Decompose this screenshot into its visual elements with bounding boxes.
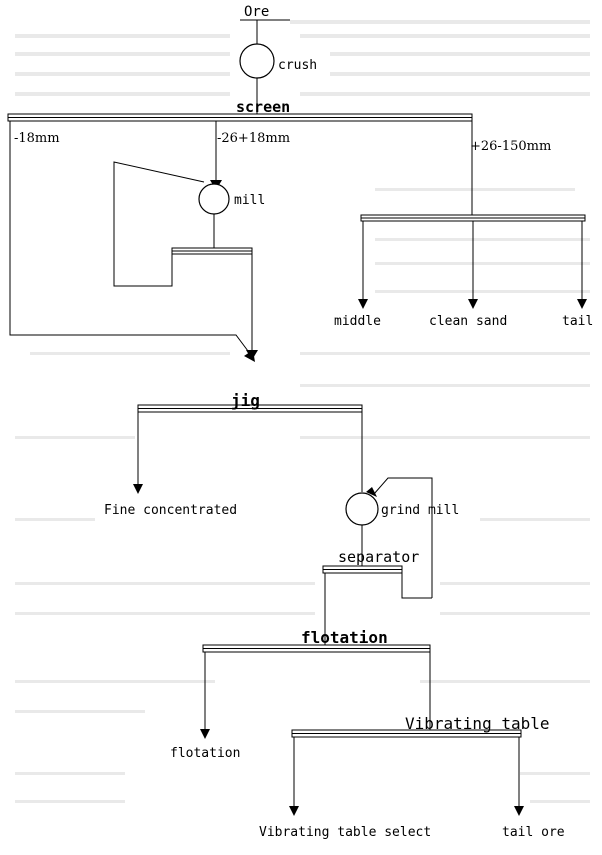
label-tail: tail — [562, 314, 593, 329]
label-flotation-stage: flotation — [301, 628, 388, 647]
crusher-node — [239, 43, 275, 79]
label-size-mid: -26+18mm — [217, 131, 290, 146]
background-scan-texture — [15, 20, 590, 803]
label-fine-concentrated: Fine concentrated — [104, 503, 237, 518]
label-tail-ore: tail ore — [502, 825, 565, 840]
label-crush: crush — [278, 58, 317, 73]
mill-node — [198, 183, 230, 215]
label-size-coarse: +26-150mm — [470, 139, 551, 154]
label-grind-mill: grind mill — [381, 503, 459, 518]
label-clean-sand: clean sand — [429, 314, 507, 329]
fine-fraction-line — [9, 121, 252, 356]
label-screen: screen — [236, 98, 290, 116]
label-vibrating-table: Vibrating table — [405, 714, 550, 733]
label-flotation-product: flotation — [170, 746, 240, 761]
grind-mill-node — [345, 492, 379, 526]
label-ore: Ore — [244, 4, 269, 20]
label-size-fine: -18mm — [14, 131, 60, 146]
label-mill: mill — [234, 193, 265, 208]
label-vibrating-table-select: Vibrating table select — [259, 825, 431, 840]
grind-mill-feed-loop — [373, 477, 433, 598]
label-middle: middle — [334, 314, 381, 329]
mill-recycle-loop — [113, 161, 205, 287]
label-jig: jig — [231, 391, 260, 410]
label-separator: separator — [338, 548, 419, 566]
separator-return-line — [401, 573, 432, 599]
